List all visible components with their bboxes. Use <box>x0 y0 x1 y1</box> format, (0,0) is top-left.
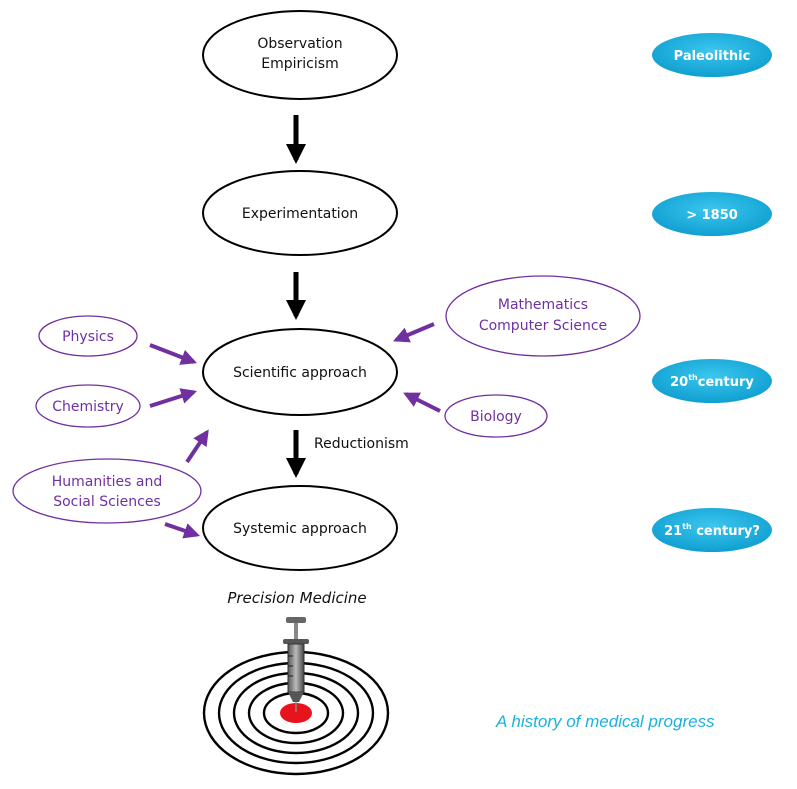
era-21th-sup: th <box>682 522 692 531</box>
arrow-biology-to-scientific <box>403 392 441 413</box>
node-systemic-label: Systemic approach <box>233 521 367 537</box>
node-observation-line2: Empiricism <box>261 56 338 72</box>
era-badge-1850: > 1850 <box>652 192 772 236</box>
node-observation: Observation Empiricism <box>202 10 398 100</box>
era-21th-label: 21th century? <box>664 522 760 539</box>
syringe-icon <box>283 617 309 712</box>
era-badge-21th-century: 21th century? <box>652 508 772 552</box>
discipline-physics: Physics <box>38 315 138 357</box>
era-20th-sup: th <box>688 373 698 382</box>
node-experimentation: Experimentation <box>202 170 398 256</box>
arrow-chemistry-to-scientific <box>149 388 198 408</box>
node-scientific-label: Scientific approach <box>233 365 367 381</box>
node-systemic-approach: Systemic approach <box>202 485 398 571</box>
arrow-humanities-to-systemic <box>164 522 201 539</box>
history-caption: A history of medical progress <box>495 712 715 731</box>
discipline-biology-label: Biology <box>470 409 522 425</box>
edge-label-reductionism: Reductionism <box>314 436 409 452</box>
era-21th-number: 21 <box>664 524 682 539</box>
arrow-mathematics-to-scientific <box>393 322 435 343</box>
node-scientific-approach: Scientific approach <box>202 328 398 416</box>
era-20th-rest: century <box>698 375 755 390</box>
discipline-chemistry: Chemistry <box>35 384 141 428</box>
era-paleolithic-label: Paleolithic <box>674 49 751 64</box>
era-1850-label: > 1850 <box>686 208 738 223</box>
arrow-physics-to-scientific <box>149 343 197 365</box>
discipline-biology: Biology <box>444 394 548 438</box>
discipline-mathematics: Mathematics Computer Science <box>445 275 641 357</box>
discipline-mathematics-line2: Computer Science <box>479 318 607 334</box>
discipline-humanities-line1: Humanities and <box>52 474 162 490</box>
discipline-mathematics-line1: Mathematics <box>498 297 588 313</box>
precision-medicine-label: Precision Medicine <box>227 589 366 607</box>
node-observation-line1: Observation <box>257 36 342 52</box>
era-21th-rest: century? <box>692 524 760 539</box>
era-badge-20th-century: 20thcentury <box>652 359 772 403</box>
discipline-chemistry-label: Chemistry <box>52 399 124 415</box>
arrow-humanities-to-scientific <box>185 429 209 464</box>
discipline-humanities-line2: Social Sciences <box>53 494 161 510</box>
era-20th-number: 20 <box>670 375 688 390</box>
era-badge-paleolithic: Paleolithic <box>652 33 772 77</box>
era-20th-label: 20thcentury <box>670 373 754 390</box>
discipline-physics-label: Physics <box>62 329 114 345</box>
discipline-humanities: Humanities and Social Sciences <box>12 458 202 524</box>
node-experimentation-label: Experimentation <box>242 206 358 222</box>
